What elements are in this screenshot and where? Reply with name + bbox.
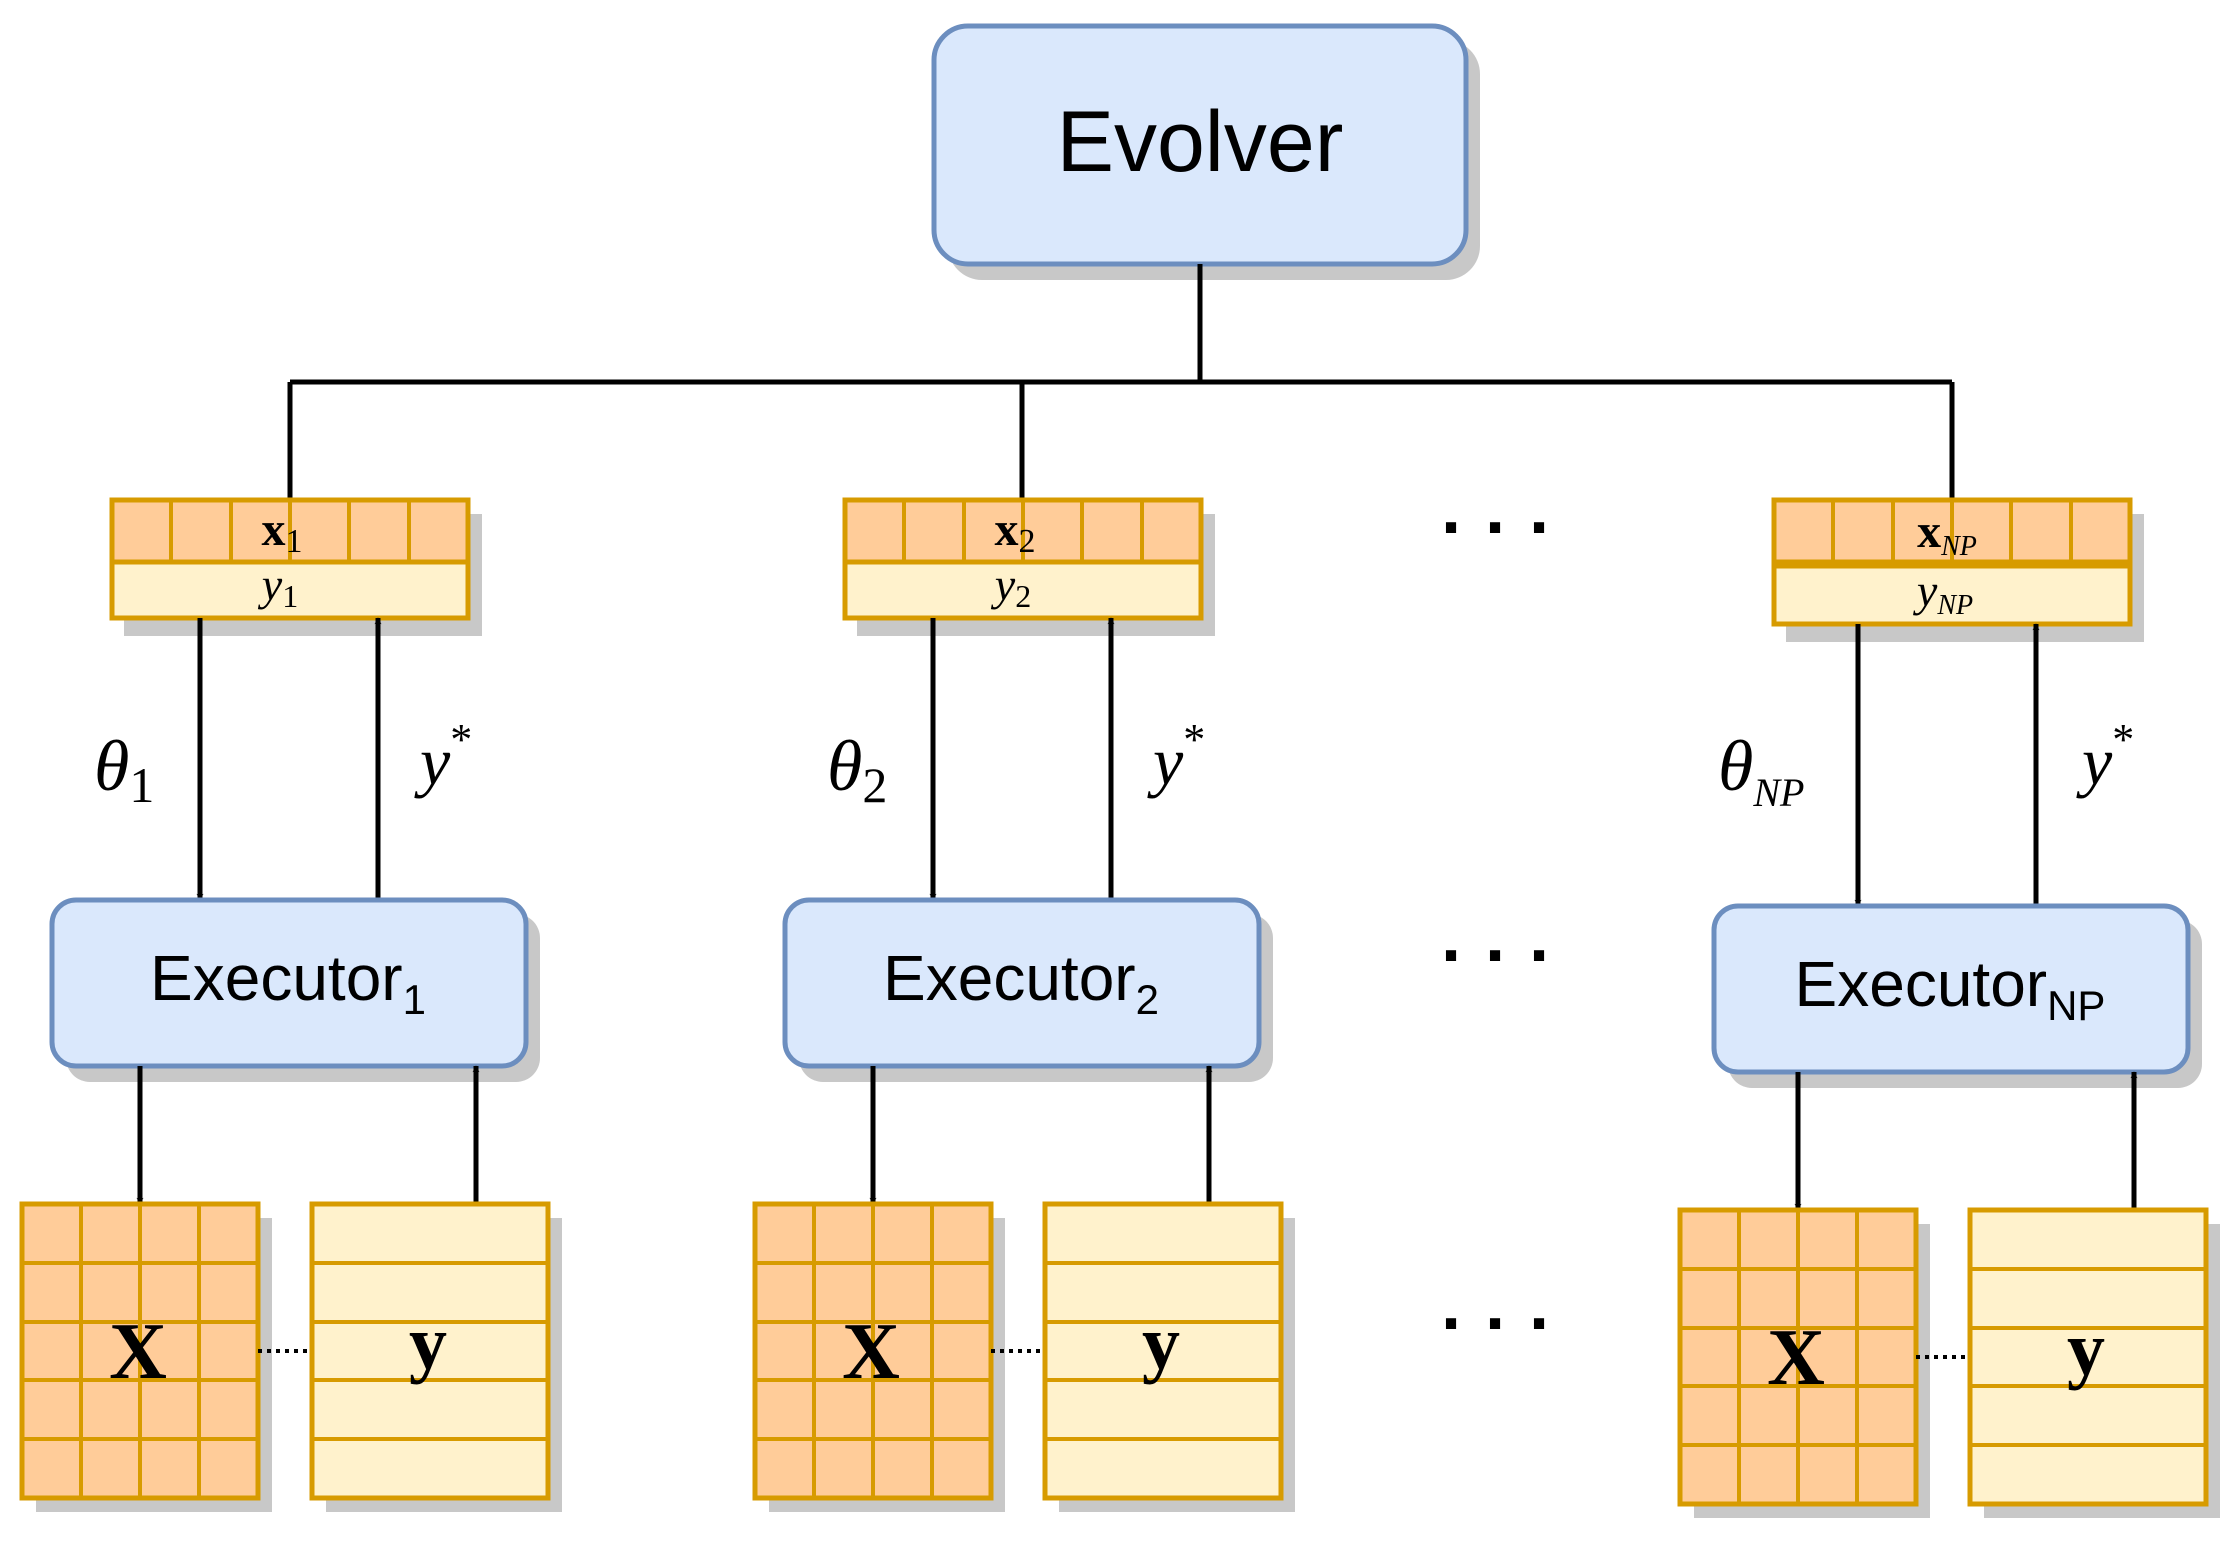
- executor-2[interactable]: Executor2: [782, 897, 1273, 1082]
- theta-label-np: θNP: [1718, 726, 1805, 815]
- feature-matrix-1[interactable]: X: [19, 1201, 272, 1512]
- individual-np[interactable]: xNP yNP: [1771, 497, 2144, 642]
- target-rows: [1045, 1261, 1281, 1441]
- column-np: xNP yNP θNP y* ExecutorNP: [1677, 497, 2220, 1518]
- column-1: x1 y1 θ1 y* Executor1: [19, 497, 562, 1512]
- matrix-label: X: [109, 1308, 167, 1396]
- target-vector-np[interactable]: y: [1967, 1207, 2220, 1518]
- target-body: [309, 1201, 551, 1501]
- individual-cell-dividers: [902, 500, 1144, 562]
- ellipsis-datasets: · · ·: [1441, 1284, 1553, 1364]
- target-rows: [1970, 1267, 2206, 1447]
- fitness-label: y2: [991, 559, 1031, 614]
- matrix-grid: [1680, 1210, 1916, 1504]
- genome-label: xNP: [1917, 505, 1977, 562]
- executor-label: ExecutorNP: [1795, 948, 2106, 1029]
- ystar-label-np: y*: [2076, 715, 2134, 799]
- ystar-label-1: y*: [414, 715, 472, 799]
- individual-fitness-row: [842, 559, 1204, 621]
- evolver-label: Evolver: [1057, 94, 1344, 190]
- individual-cell-dividers: [1831, 500, 2073, 564]
- matrix-label: X: [1767, 1314, 1825, 1402]
- ystar-label-2: y*: [1147, 715, 1205, 799]
- theta-label-1: θ1: [94, 726, 154, 813]
- fitness-label: yNP: [1913, 565, 1973, 621]
- target-label: y: [2067, 1307, 2105, 1391]
- executor-1[interactable]: Executor1: [49, 897, 540, 1082]
- individual-fitness-row: [109, 559, 471, 621]
- evolver-connector-tree: [287, 264, 1955, 500]
- matrix-label: X: [842, 1308, 900, 1396]
- target-body: [1042, 1201, 1284, 1501]
- fitness-label: y1: [258, 559, 298, 614]
- column-2: x2 y2 θ2 y* Executor2: [752, 497, 1295, 1512]
- individual-cell-dividers: [169, 500, 411, 562]
- target-label: y: [409, 1301, 447, 1385]
- evolver-node[interactable]: Evolver: [931, 23, 1480, 280]
- theta-label-2: θ2: [827, 726, 887, 813]
- genome-label: x2: [995, 503, 1036, 560]
- genome-label: x1: [262, 503, 303, 560]
- target-vector-1[interactable]: y: [309, 1201, 562, 1512]
- ellipsis-executors: · · ·: [1441, 916, 1553, 996]
- executor-label: Executor2: [883, 942, 1159, 1023]
- feature-matrix-2[interactable]: X: [752, 1201, 1005, 1512]
- matrix-grid: [22, 1204, 258, 1498]
- matrix-grid: [755, 1204, 991, 1498]
- executor-box: [782, 897, 1262, 1069]
- target-body: [1967, 1207, 2209, 1507]
- executor-np[interactable]: ExecutorNP: [1711, 903, 2202, 1088]
- executor-box: [49, 897, 529, 1069]
- ellipsis-individuals: · · ·: [1441, 488, 1553, 568]
- individual-1[interactable]: x1 y1: [109, 497, 482, 636]
- target-label: y: [1142, 1301, 1180, 1385]
- target-vector-2[interactable]: y: [1042, 1201, 1295, 1512]
- individual-2[interactable]: x2 y2: [842, 497, 1215, 636]
- executor-box: [1711, 903, 2191, 1075]
- target-rows: [312, 1261, 548, 1441]
- feature-matrix-np[interactable]: X: [1677, 1207, 1930, 1518]
- executor-label: Executor1: [150, 942, 426, 1023]
